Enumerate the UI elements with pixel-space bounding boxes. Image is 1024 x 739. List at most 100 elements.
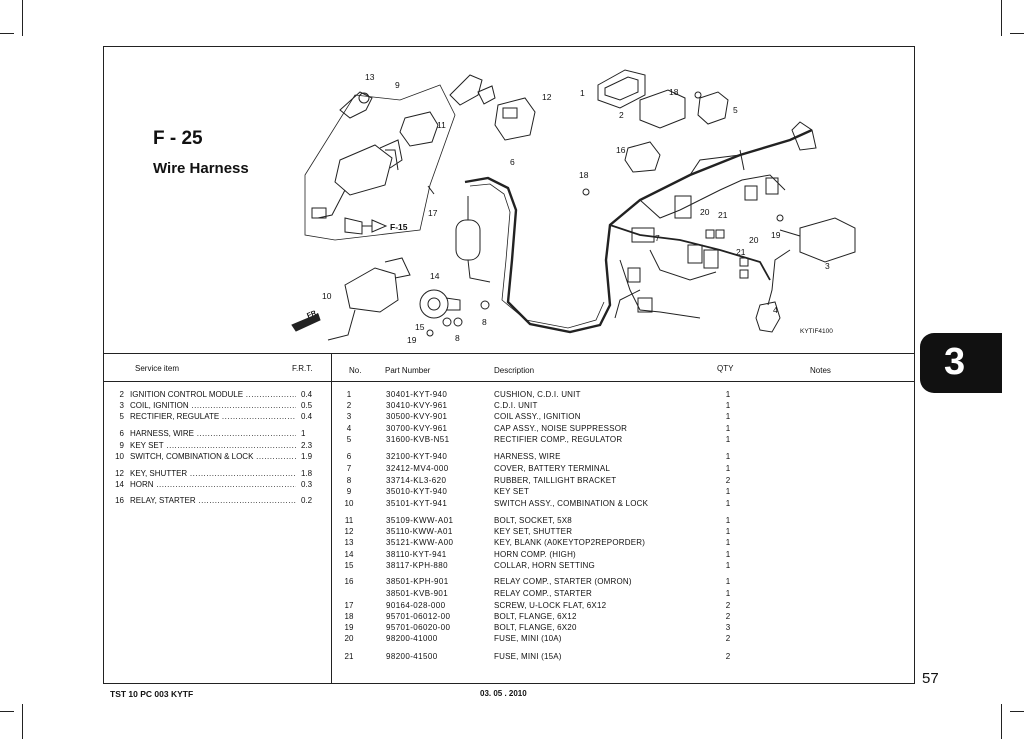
part-description: SWITCH ASSY., COMBINATION & LOCK — [494, 499, 649, 508]
part-no: 8 — [346, 476, 352, 485]
part-number: 90164-028-000 — [386, 601, 446, 610]
part-number: 38501-KVB-901 — [386, 589, 449, 598]
header-qty: QTY — [717, 364, 734, 373]
part-no: 2 — [346, 401, 352, 410]
service-item-no: 6 — [119, 429, 124, 438]
part-no: 20 — [344, 634, 354, 643]
part-description: RUBBER, TAILLIGHT BRACKET — [494, 476, 617, 485]
part-no: 19 — [344, 623, 354, 632]
part-number: 95701-06012-00 — [386, 612, 451, 621]
part-number: 35109-KWW-A01 — [386, 516, 454, 525]
part-no: 6 — [346, 452, 352, 461]
part-description: KEY SET — [494, 487, 530, 496]
service-item-desc: RECTIFIER, REGULATE — [130, 411, 296, 422]
table-divider — [331, 353, 332, 684]
part-no: 3 — [346, 412, 352, 421]
service-item-row: 16 RELAY, STARTER 0.2 — [114, 495, 328, 506]
part-description: BOLT, FLANGE, 6X12 — [494, 612, 577, 621]
part-qty: 1 — [725, 424, 731, 433]
crop-mark — [0, 711, 14, 712]
part-qty: 2 — [725, 634, 731, 643]
service-item-frt: 0.2 — [301, 495, 325, 506]
service-item-desc: SWITCH, COMBINATION & LOCK — [130, 451, 296, 462]
service-item-no: 14 — [115, 480, 124, 489]
part-description: C.D.I. UNIT — [494, 401, 538, 410]
part-no: 21 — [344, 652, 354, 661]
part-qty: 3 — [725, 623, 731, 632]
part-description: RELAY COMP., STARTER — [494, 589, 592, 598]
part-row: 38501-KVB-901 RELAY COMP., STARTER 1 — [340, 588, 810, 599]
service-item-frt: 1.8 — [301, 468, 325, 479]
part-description: KEY SET, SHUTTER — [494, 527, 573, 536]
part-qty: 1 — [725, 401, 731, 410]
part-number: 35121-KWW-A00 — [386, 538, 454, 547]
part-qty: 1 — [725, 499, 731, 508]
service-item-row: 14HORN0.3 — [114, 479, 328, 490]
part-number: 31600-KVB-N51 — [386, 435, 450, 444]
part-no: 4 — [346, 424, 352, 433]
footer-code: TST 10 PC 003 KYTF — [110, 689, 194, 699]
part-no: 9 — [346, 487, 352, 496]
part-number: 38117-KPH-880 — [386, 561, 448, 570]
part-qty: 1 — [725, 487, 731, 496]
part-qty: 2 — [725, 612, 731, 621]
part-description: BOLT, FLANGE, 6X20 — [494, 623, 577, 632]
part-no: 10 — [344, 499, 354, 508]
part-number: 35010-KYT-940 — [386, 487, 448, 496]
part-qty: 1 — [725, 435, 731, 444]
part-description: KEY, BLANK (A0KEYTOP2REPORDER) — [494, 538, 646, 547]
part-no: 18 — [344, 612, 354, 621]
part-qty: 1 — [725, 538, 731, 547]
service-item-frt: 1.9 — [301, 451, 325, 462]
part-qty: 1 — [725, 589, 731, 598]
service-item-no: 16 — [115, 496, 124, 505]
service-item-frt: 0.5 — [301, 400, 325, 411]
part-row: 2 30410-KVY-961 C.D.I. UNIT 1 — [340, 400, 810, 411]
crop-mark — [1001, 0, 1002, 36]
part-number: 30410-KVY-961 — [386, 401, 448, 410]
page-number: 57 — [922, 670, 939, 687]
figure-code: F - 25 — [153, 128, 203, 149]
part-number: 30401-KYT-940 — [386, 390, 448, 399]
part-row: 9 35010-KYT-940 KEY SET 1 — [340, 486, 810, 497]
header-description: Description — [494, 366, 535, 375]
part-number: 98200-41000 — [386, 634, 438, 643]
part-number: 35110-KWW-A01 — [386, 527, 453, 536]
part-qty: 2 — [725, 601, 731, 610]
figure-title: Wire Harness — [153, 160, 249, 177]
table-top-rule — [104, 353, 914, 354]
part-description: CUSHION, C.D.I. UNIT — [494, 390, 581, 399]
part-no: 14 — [344, 550, 354, 559]
part-description: CAP ASSY., NOISE SUPPRESSOR — [494, 424, 628, 433]
part-qty: 1 — [725, 577, 731, 586]
part-description: FUSE, MINI (10A) — [494, 634, 562, 643]
part-row: 20 98200-41000 FUSE, MINI (10A) 2 — [340, 633, 810, 644]
section-tab: 3 — [920, 333, 1002, 393]
crop-mark — [1010, 711, 1024, 712]
header-notes: Notes — [810, 366, 831, 375]
page-frame — [103, 46, 915, 684]
part-no: 1 — [346, 390, 352, 399]
crop-mark — [22, 704, 23, 739]
header-service-item: Service item — [135, 364, 180, 373]
part-no: 15 — [344, 561, 354, 570]
service-item-desc: RELAY, STARTER — [130, 495, 296, 506]
crop-mark — [22, 0, 23, 36]
service-item-frt: 0.4 — [301, 411, 325, 422]
part-number: 32412-MV4-000 — [386, 464, 449, 473]
header-no: No. — [349, 366, 362, 375]
part-number: 32100-KYT-940 — [386, 452, 448, 461]
